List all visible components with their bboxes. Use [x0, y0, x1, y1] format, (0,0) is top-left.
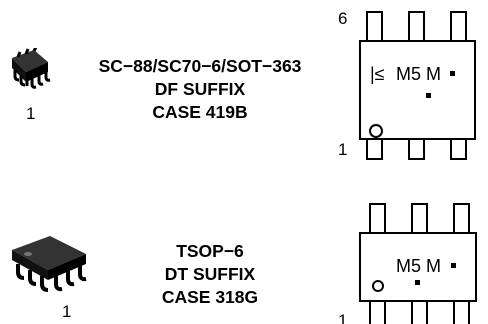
sc88-pin1-diagram-label: 1 [338, 140, 347, 159]
tsop6-top-pin [369, 203, 386, 234]
sc88-marking-dot [450, 71, 455, 76]
sc88-top-pin [408, 11, 425, 42]
tsop6-pin1-diagram-label: 1 [338, 311, 347, 324]
sc88-title-line-2: DF SUFFIX [154, 79, 246, 99]
sc88-bottom-pin [408, 138, 425, 160]
sc88-marking-diagram: 6 1 |≤ M5 M [338, 9, 476, 160]
tsop6-bottom-pin [453, 300, 470, 324]
sc88-bottom-pin [450, 138, 467, 160]
sc88-title-line-1: SC−88/SC70−6/SOT−363 [98, 56, 302, 76]
sc88-title: SC−88/SC70−6/SOT−363 DF SUFFIX CASE 419B [75, 55, 325, 124]
sc88-marking-code: M5 M [396, 64, 441, 84]
sc88-title-line-3: CASE 419B [152, 102, 248, 122]
tsop6-title-line-1: TSOP−6 [176, 241, 244, 261]
sc88-pin1-indicator-circle [369, 124, 383, 138]
tsop6-marking-dot-2 [415, 280, 420, 285]
sc88-marking-dot-2 [426, 93, 431, 98]
tsop6-top-pin [453, 203, 470, 234]
tsop6-bottom-pin [369, 300, 386, 324]
sc88-top-pin [450, 11, 467, 42]
sc88-top-pin [366, 11, 383, 42]
tsop6-pin1-label: 1 [62, 302, 72, 321]
sc88-pin1-label: 1 [26, 104, 36, 123]
tsop6-marking-code: M5 M [396, 256, 441, 276]
tsop6-title-line-2: DT SUFFIX [164, 264, 256, 284]
sc88-bottom-pin [366, 138, 383, 160]
sc88-marking-prefix: |≤ [370, 64, 385, 84]
sc88-package-3d-icon [12, 48, 51, 89]
sc88-pin6-label: 6 [338, 9, 347, 28]
sc88-body [359, 40, 476, 140]
tsop6-pin1-indicator-circle [372, 280, 384, 292]
tsop6-title-line-3: CASE 318G [161, 287, 259, 307]
tsop6-marking-diagram: 1 M5 M [338, 203, 477, 324]
tsop6-top-pin [411, 203, 428, 234]
tsop6-bottom-pin [411, 300, 428, 324]
tsop6-title: TSOP−6 DT SUFFIX CASE 318G [135, 240, 285, 309]
tsop6-package-3d-icon [12, 236, 87, 292]
tsop6-marking-dot [451, 263, 456, 268]
